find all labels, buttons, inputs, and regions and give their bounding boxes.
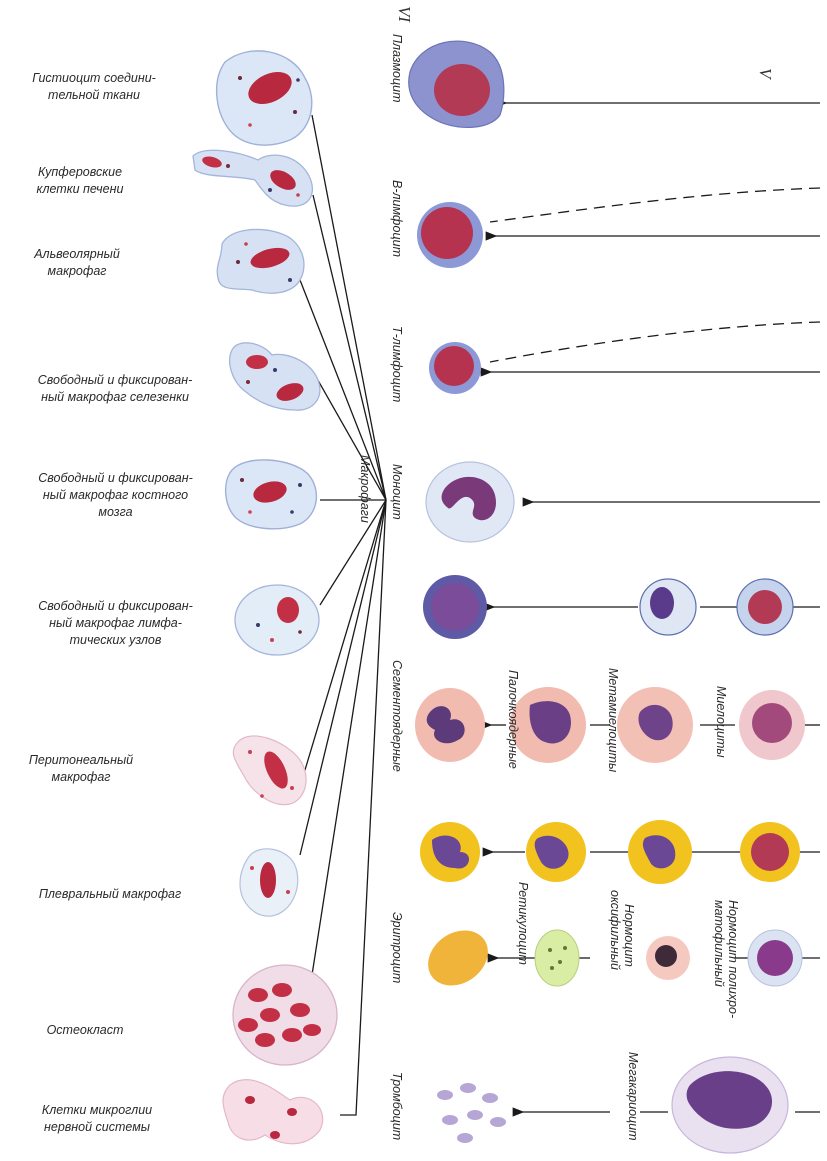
lymph-node-macrophage-cell xyxy=(235,585,319,655)
t-lymphocyte-cell xyxy=(429,342,481,394)
plasmocyte-cell xyxy=(409,41,504,127)
label-segmented: Сегментоядерные xyxy=(390,660,404,772)
label-microglia: Клетки микроглии нервной системы xyxy=(10,1102,184,1136)
label-spleen: Свободный и фиксирован- ный макрофаг сел… xyxy=(6,372,224,406)
label-b-lymphocyte: В-лимфоцит xyxy=(390,180,404,257)
label-normocyte-poly-line2: матофильный xyxy=(712,900,726,987)
label-thrombocyte: Тромбоцит xyxy=(390,1072,404,1140)
b-lymphocyte-cell xyxy=(417,202,483,268)
label-bone-marrow: Свободный и фиксирован- ный макрофаг кос… xyxy=(8,470,223,521)
label-lymph-nodes: Свободный и фиксирован- ный макрофаг лим… xyxy=(8,598,223,649)
label-megakaryocyte: Мегакариоцит xyxy=(626,1052,640,1141)
roman-numeral-vi: VI xyxy=(394,6,414,22)
label-normocyte-oxy-line1: Нормоцит xyxy=(622,904,636,967)
monocyte-cell xyxy=(426,462,514,542)
label-band: Палочкоядерные xyxy=(506,670,520,769)
label-metamyelocytes: Метамиелоциты xyxy=(606,668,620,772)
label-erythrocyte: Эритроцит xyxy=(390,912,404,983)
bone-marrow-macrophage-cell xyxy=(226,460,317,529)
label-plasmocyte: Плазмоцит xyxy=(390,34,404,103)
label-kupffer: Купферовские клетки печени xyxy=(0,164,160,198)
alveolar-macrophage-cell xyxy=(217,229,304,293)
osteoclast-cell xyxy=(233,965,337,1065)
pleural-macrophage-cell xyxy=(240,849,298,916)
peritoneal-macrophage-cell xyxy=(233,736,306,805)
label-macrophages: Макрофаги xyxy=(358,455,372,523)
roman-numeral-v: V xyxy=(755,68,775,78)
thrombocyte-megakaryocyte xyxy=(437,1057,788,1153)
label-peritoneal: Перитонеальный макрофаг xyxy=(6,752,156,786)
histiocyte-cell xyxy=(217,51,312,145)
label-alveolar: Альвеолярный макрофаг xyxy=(0,246,154,280)
label-histiocyte: Гистиоцит соедини- тельной ткани xyxy=(6,70,182,104)
label-normocyte-poly-line1: Нормоцит полихро- xyxy=(726,900,740,1018)
kupffer-cell xyxy=(193,150,312,206)
spleen-macrophage-cell xyxy=(230,343,320,410)
label-t-lymphocyte: Т-лимфоцит xyxy=(390,326,404,402)
label-osteoclast: Остеокласт xyxy=(10,1022,160,1039)
label-pleural: Плевральный макрофаг xyxy=(10,886,210,903)
label-monocyte: Моноцит xyxy=(390,464,404,520)
label-myelocytes: Миелоциты xyxy=(714,686,728,758)
label-normocyte-oxy-line2: оксифильный xyxy=(608,890,622,970)
label-reticulocyte: Ретикулоцит xyxy=(516,882,530,965)
microglia-cells xyxy=(223,1080,323,1144)
